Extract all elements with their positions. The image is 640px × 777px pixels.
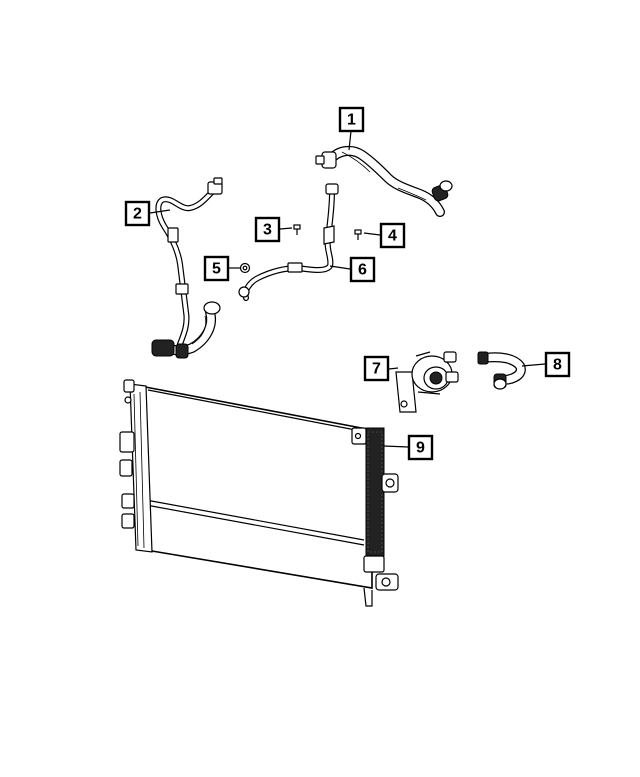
part-9-radiator [119,379,399,607]
callout-label: 3 [263,222,272,239]
callout-label: 5 [212,261,221,278]
callout-label: 6 [358,262,367,279]
elbow-clamp-icon [477,351,489,365]
callout-8: 8 [544,351,571,378]
radiator-end-tank-icon [365,427,385,557]
leader-lines [149,130,546,448]
callout-label: 2 [133,206,142,223]
part-3-screw [293,224,301,235]
callout-9: 9 [407,434,434,461]
tube-connector-icon [325,183,339,195]
hose-clamp-icon [151,339,175,357]
callout-6: 6 [349,256,376,283]
callout-label: 9 [416,440,425,457]
callout-7: 7 [363,355,390,382]
part-6-coolant-tube [238,183,339,301]
callout-1: 1 [338,106,365,133]
part-8-hose-elbow [477,351,526,390]
callout-label: 7 [372,361,381,378]
callout-label: 8 [553,357,562,374]
callout-3: 3 [254,216,281,243]
callout-label: 4 [388,228,397,245]
callout-label: 1 [347,112,356,129]
part-7-water-pump [395,351,459,413]
callout-5: 5 [203,255,230,282]
part-1-coolant-hose [315,145,453,217]
part-5-nut [239,262,251,274]
part-4-bolt [354,229,362,240]
part-2-hose-assembly [151,177,223,359]
callout-2: 2 [124,200,151,227]
callout-4: 4 [379,222,406,249]
